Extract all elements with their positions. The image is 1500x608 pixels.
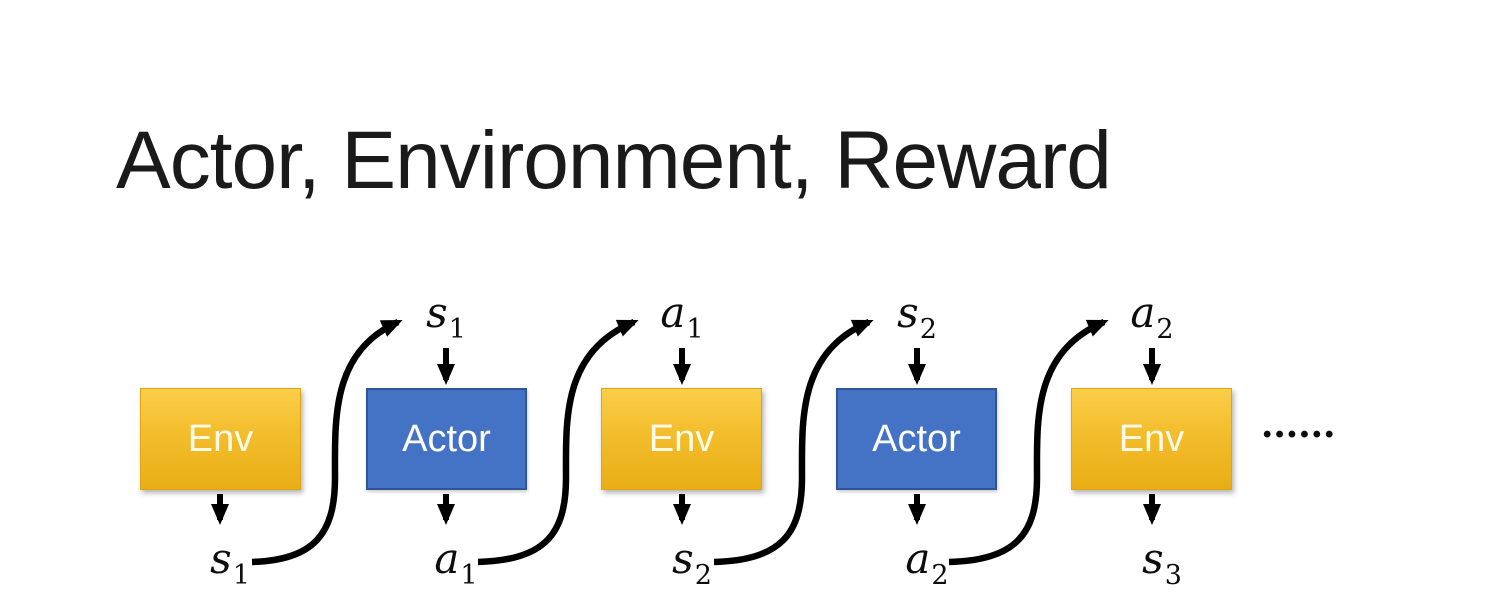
- top-label-s2: s2: [872, 292, 962, 345]
- bottom-label-s3-sub: 3: [1164, 560, 1182, 591]
- top-label-a2: a2: [1107, 292, 1197, 345]
- env-box-1: Env: [140, 388, 301, 490]
- bottom-label-s1-sub: 1: [232, 560, 250, 591]
- top-label-s1: s1: [401, 292, 491, 345]
- curve-a1-bottom-to-a1-top-icon: [477, 319, 639, 566]
- top-label-a1-base: a: [660, 288, 686, 337]
- continuation-ellipsis: ••••••: [1263, 421, 1338, 448]
- env-box-3: Env: [1071, 388, 1232, 490]
- curve-s2-bottom-to-s2-top-icon: [713, 319, 874, 566]
- top-label-a1: a1: [637, 292, 727, 345]
- bottom-label-a2-sub: 2: [931, 560, 949, 591]
- actor-box-2: Actor: [836, 388, 997, 490]
- curve-s1-bottom-to-s1-top-icon: [251, 319, 403, 566]
- bottom-label-a2-base: a: [905, 534, 931, 583]
- env-box-1-label: Env: [187, 418, 254, 460]
- bottom-label-s1: s1: [185, 538, 275, 591]
- bottom-label-a2: a2: [882, 538, 972, 591]
- bottom-label-s3: s3: [1117, 538, 1207, 591]
- slide-title: Actor, Environment, Reward: [116, 115, 1112, 206]
- env-box-3-label: Env: [1118, 418, 1185, 460]
- bottom-label-s3-base: s: [1142, 534, 1164, 583]
- top-label-s2-sub: 2: [919, 314, 937, 345]
- bottom-label-s2: s2: [647, 538, 737, 591]
- curve-a2-bottom-to-a2-top-icon: [948, 319, 1109, 566]
- actor-box-2-label: Actor: [872, 418, 961, 460]
- actor-box-1: Actor: [366, 388, 527, 490]
- bottom-label-a1-base: a: [434, 534, 460, 583]
- top-label-s1-sub: 1: [448, 314, 466, 345]
- bottom-label-s2-sub: 2: [694, 560, 712, 591]
- env-box-2-label: Env: [648, 418, 715, 460]
- top-label-s2-base: s: [897, 288, 919, 337]
- actor-box-1-label: Actor: [402, 418, 491, 460]
- bottom-label-s2-base: s: [672, 534, 694, 583]
- bottom-label-s1-base: s: [210, 534, 232, 583]
- bottom-label-a1-sub: 1: [460, 560, 478, 591]
- env-box-2: Env: [601, 388, 762, 490]
- top-label-a1-sub: 1: [686, 314, 704, 345]
- top-label-a2-sub: 2: [1156, 314, 1174, 345]
- top-label-s1-base: s: [426, 288, 448, 337]
- bottom-label-a1: a1: [411, 538, 501, 591]
- top-label-a2-base: a: [1130, 288, 1156, 337]
